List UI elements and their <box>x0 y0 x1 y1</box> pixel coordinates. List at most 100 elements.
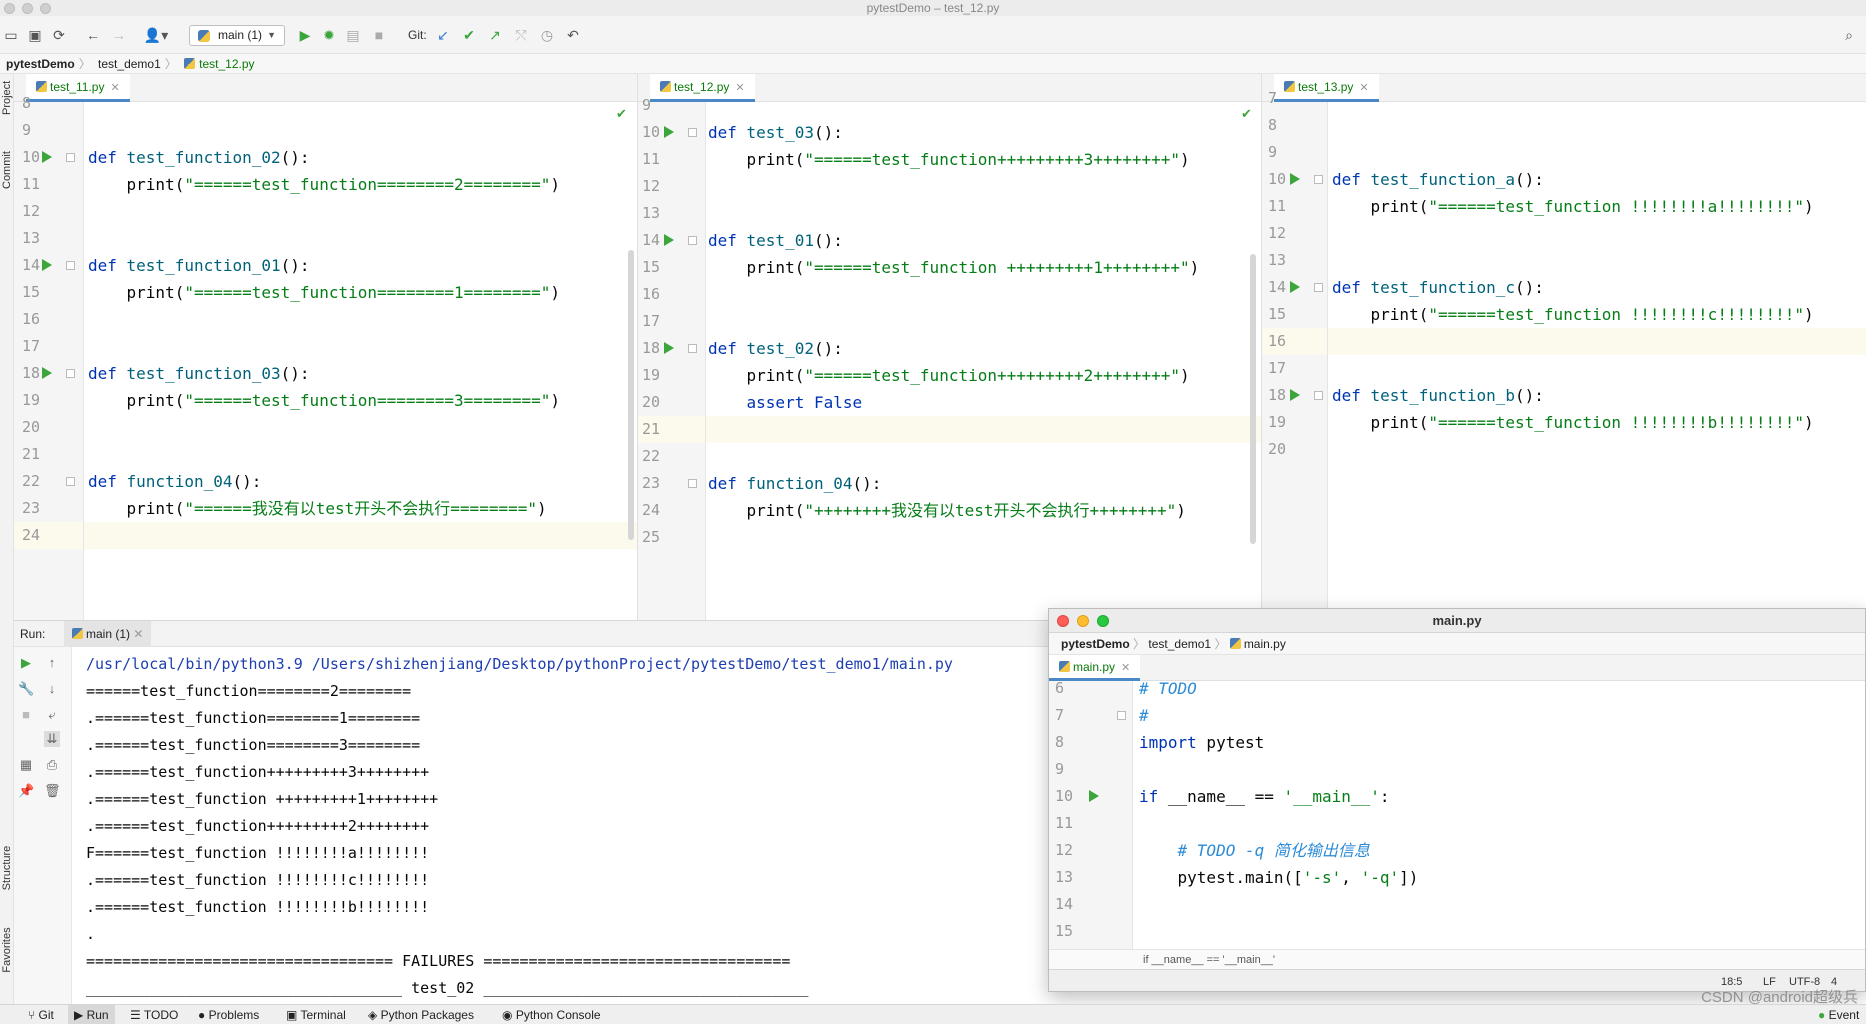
fold-icon[interactable] <box>1117 711 1126 720</box>
close-window-button[interactable] <box>4 3 15 14</box>
bottom-tab-todo[interactable]: ☰ TODO <box>130 1005 178 1024</box>
run-test-icon[interactable] <box>664 342 674 354</box>
code-line[interactable] <box>88 414 637 441</box>
zoom-window-button[interactable] <box>40 3 51 14</box>
bottom-tab-problems[interactable]: ● Problems <box>198 1005 259 1024</box>
search-icon[interactable]: ⌕ <box>1845 27 1853 43</box>
event-log-button[interactable]: ● Event <box>1818 1005 1859 1024</box>
git-push-icon[interactable]: ↗ <box>489 27 501 43</box>
code-line[interactable]: print("======test_function========2=====… <box>126 175 561 194</box>
save-icon[interactable]: ▣ <box>28 27 42 43</box>
code-area[interactable]: def test_03(): print("======test_functio… <box>706 102 1261 620</box>
floating-editor-window[interactable]: main.py pytestDemo 〉 test_demo1 〉 main.p… <box>1048 608 1866 992</box>
close-tab-icon[interactable]: ✕ <box>110 82 120 94</box>
code-line[interactable] <box>88 198 637 225</box>
editor-tab-test-11[interactable]: test_11.py✕ <box>26 74 130 102</box>
commit-tool-tab[interactable]: Commit <box>1 151 13 189</box>
minimize-window-button[interactable] <box>22 3 33 14</box>
run-test-icon[interactable] <box>1290 281 1300 293</box>
coverage-icon[interactable]: ▤ <box>346 27 360 43</box>
rerun-icon[interactable]: ▶ <box>21 655 31 670</box>
editor-tab-test-12[interactable]: test_12.py✕ <box>650 74 755 102</box>
bottom-tab-python-packages[interactable]: ◈ Python Packages <box>368 1005 474 1024</box>
run-main-icon[interactable] <box>1089 790 1099 802</box>
code-line[interactable] <box>1332 112 1866 139</box>
run-icon[interactable]: ▶ <box>299 27 311 43</box>
breadcrumb-folder[interactable]: test_demo1 <box>1148 637 1212 651</box>
code-line[interactable]: import pytest <box>1139 733 1265 752</box>
stop-icon[interactable]: ■ <box>374 27 384 43</box>
indent-setting[interactable]: 4 space <box>1831 976 1838 988</box>
console-output[interactable]: /usr/local/bin/python3.9 /Users/shizhenj… <box>86 651 953 1002</box>
soft-wrap-icon[interactable]: ⤶ <box>48 707 56 722</box>
code-line[interactable]: def test_02(): <box>708 339 843 358</box>
code-line[interactable]: if __name__ == '__main__': <box>1139 787 1390 806</box>
code-area[interactable]: def test_function_02(): print("======tes… <box>84 102 637 620</box>
code-line[interactable] <box>708 308 1261 335</box>
stop-icon[interactable]: ■ <box>22 707 30 722</box>
fold-icon[interactable] <box>688 479 697 488</box>
code-line[interactable] <box>1332 355 1866 382</box>
code-line[interactable]: def test_function_b(): <box>1332 386 1544 405</box>
bottom-tab-python-console[interactable]: ◉ Python Console <box>502 1005 601 1024</box>
fold-icon[interactable] <box>1314 283 1323 292</box>
close-tab-icon[interactable]: ✕ <box>133 627 144 641</box>
vertical-scrollbar[interactable] <box>1250 254 1256 544</box>
scroll-down-icon[interactable]: ↓ <box>48 681 56 696</box>
scroll-to-end-icon[interactable]: ⇊ <box>44 731 60 747</box>
zoom-window-button[interactable] <box>1097 615 1109 627</box>
code-line[interactable] <box>1332 436 1866 463</box>
editor-tab-main[interactable]: main.py✕ <box>1049 655 1141 681</box>
trash-icon[interactable]: 🗑 <box>44 783 61 798</box>
code-line[interactable]: assert False <box>746 393 863 412</box>
code-line[interactable]: def test_function_03(): <box>88 364 310 383</box>
code-line[interactable] <box>88 306 637 333</box>
pin-icon[interactable]: 📌 <box>18 783 35 798</box>
code-line[interactable] <box>708 524 1261 551</box>
history-icon[interactable]: ◷ <box>540 27 554 43</box>
code-line[interactable] <box>88 441 637 468</box>
code-line[interactable]: print("======test_function+++++++++3++++… <box>746 150 1190 169</box>
favorites-tool-tab[interactable]: Favorites <box>1 927 13 973</box>
cursor-position[interactable]: 18:5 <box>1721 976 1743 988</box>
close-window-button[interactable] <box>1057 615 1069 627</box>
forward-arrow-icon[interactable]: → <box>112 27 126 43</box>
breadcrumb-file[interactable]: test_12.py <box>199 57 255 71</box>
run-test-icon[interactable] <box>42 151 52 163</box>
code-line[interactable]: print("======test_function========3=====… <box>126 391 561 410</box>
settings-wrench-icon[interactable]: 🔧 <box>18 681 35 696</box>
bottom-tab-terminal[interactable]: ▣ Terminal <box>286 1005 346 1024</box>
breadcrumb-folder[interactable]: test_demo1 <box>98 57 161 71</box>
code-line[interactable] <box>88 225 637 252</box>
run-test-icon[interactable] <box>42 367 52 379</box>
scroll-up-icon[interactable]: ↑ <box>48 655 56 670</box>
code-line[interactable] <box>708 443 1261 470</box>
code-line[interactable]: print("======test_function========1=====… <box>126 283 561 302</box>
sync-icon[interactable]: ⟳ <box>53 27 65 43</box>
run-test-icon[interactable] <box>1290 389 1300 401</box>
run-test-icon[interactable] <box>1290 173 1300 185</box>
code-line[interactable] <box>1139 891 1865 918</box>
run-configuration-select[interactable]: main (1) ▼ <box>189 25 285 46</box>
fold-icon[interactable] <box>688 344 697 353</box>
rollback-icon[interactable]: ↶ <box>567 27 579 43</box>
code-line[interactable]: print("======我没有以test开头不会执行========") <box>126 499 547 518</box>
git-update-icon[interactable]: ↙ <box>437 27 449 43</box>
code-line[interactable]: print("======test_function +++++++++1+++… <box>746 258 1200 277</box>
breadcrumb-project[interactable]: pytestDemo <box>1061 637 1130 651</box>
fold-icon[interactable] <box>1314 175 1323 184</box>
code-line[interactable]: def test_03(): <box>708 123 843 142</box>
print-icon[interactable]: ⎙ <box>46 757 58 772</box>
code-line[interactable]: pytest.main(['-s', '-q']) <box>1139 868 1419 887</box>
code-line[interactable]: print("======test_function !!!!!!!!c!!!!… <box>1370 305 1814 324</box>
close-tab-icon[interactable]: ✕ <box>1121 662 1131 674</box>
code-line[interactable]: def function_04(): <box>708 474 882 493</box>
code-line[interactable] <box>708 200 1261 227</box>
bottom-tab-run[interactable]: ▶ Run <box>68 1005 115 1024</box>
code-line[interactable]: print("======test_function+++++++++2++++… <box>746 366 1190 385</box>
code-line[interactable]: def test_function_02(): <box>88 148 310 167</box>
minimize-window-button[interactable] <box>1077 615 1089 627</box>
code-line[interactable] <box>1332 328 1866 355</box>
